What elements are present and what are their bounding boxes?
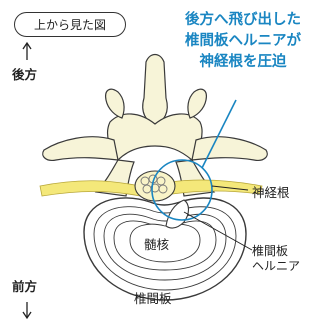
direction-back: 後方 bbox=[12, 64, 37, 83]
arrow-down-icon bbox=[23, 302, 31, 318]
articular-process-left bbox=[106, 89, 124, 118]
callout-text: 後方へ飛び出した 椎間板ヘルニアが 神経根を圧迫 bbox=[160, 10, 326, 73]
view-label: 上から見た図 bbox=[14, 12, 126, 37]
nucleus-label: 髄核 bbox=[144, 234, 169, 253]
transverse-process-left bbox=[43, 137, 118, 161]
disc-label: 椎間板 bbox=[134, 288, 172, 307]
articular-process-right bbox=[188, 89, 206, 118]
callout-line-1: 後方へ飛び出した bbox=[160, 10, 326, 31]
hernia-label-line-1: 椎間板 bbox=[252, 244, 300, 259]
nerve-root-label: 神経根 bbox=[252, 182, 290, 201]
hernia-label: 椎間板 ヘルニア bbox=[252, 244, 300, 274]
callout-line-3: 神経根を圧迫 bbox=[160, 52, 326, 73]
arrow-up-icon bbox=[23, 43, 31, 60]
callout-line-2: 椎間板ヘルニアが bbox=[160, 31, 326, 52]
hernia-label-line-2: ヘルニア bbox=[252, 259, 300, 274]
nerve-root-right bbox=[170, 180, 262, 194]
transverse-process-right bbox=[192, 137, 267, 161]
nerve-root-left bbox=[40, 181, 140, 196]
direction-front: 前方 bbox=[12, 276, 37, 295]
